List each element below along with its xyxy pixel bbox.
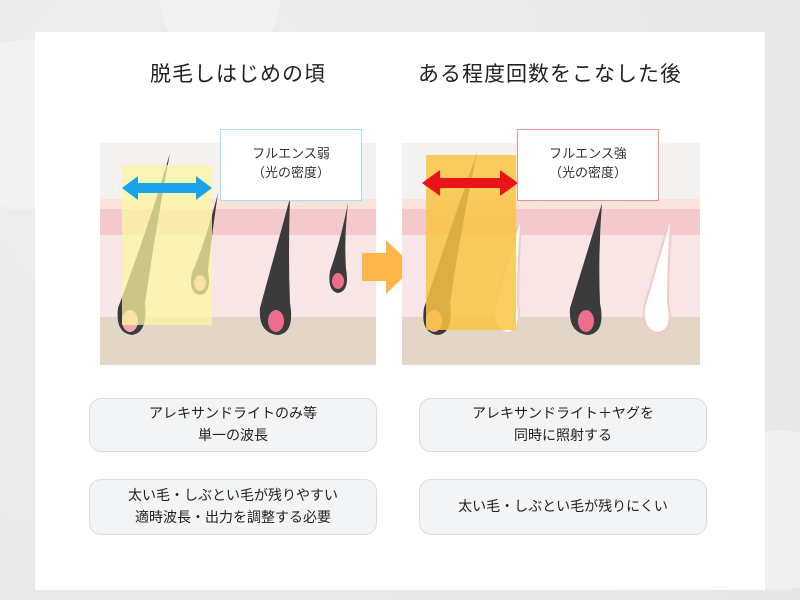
left-note-1: アレキサンドライトのみ等 単一の波長 <box>89 398 377 452</box>
left-note-2: 太い毛・しぶとい毛が残りやすい 適時波長・出力を調整する必要 <box>89 479 377 535</box>
right-fluence-label: フルエンス強 （光の密度） <box>517 129 659 201</box>
label-line1: フルエンス弱 <box>252 147 330 162</box>
right-arrow-icon <box>362 240 414 294</box>
left-illustration <box>100 143 376 365</box>
label-line2: （光の密度） <box>251 166 330 181</box>
right-note-1: アレキサンドライト＋ヤグを 同時に照射する <box>419 398 707 452</box>
note-line1: アレキサンドライト＋ヤグを <box>472 406 654 422</box>
label-line1: フルエンス強 <box>549 147 627 162</box>
left-fluence-label: フルエンス弱 （光の密度） <box>220 129 362 201</box>
note-line1: アレキサンドライトのみ等 <box>149 406 317 422</box>
note-line1: 太い毛・しぶとい毛が残りにくい <box>458 499 668 515</box>
double-arrow-icon <box>422 170 518 196</box>
double-arrow-icon <box>122 176 212 200</box>
note-line2: 適時波長・出力を調整する必要 <box>135 510 331 526</box>
left-title: 脱毛しはじめの頃 <box>150 62 326 86</box>
note-line2: 同時に照射する <box>514 428 612 444</box>
note-line2: 単一の波長 <box>198 428 268 444</box>
label-line2: （光の密度） <box>548 166 627 181</box>
right-note-2: 太い毛・しぶとい毛が残りにくい <box>419 479 707 535</box>
note-line1: 太い毛・しぶとい毛が残りやすい <box>128 488 338 504</box>
right-title: ある程度回数をこなした後 <box>418 62 682 86</box>
